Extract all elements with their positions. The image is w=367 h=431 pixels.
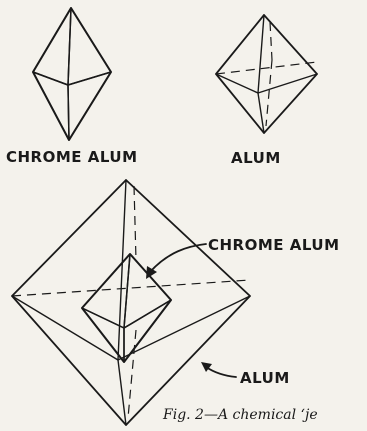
alum-crystal-large xyxy=(12,180,250,425)
pointer-chrome-alum xyxy=(146,244,206,279)
alum-crystal-small xyxy=(216,15,317,133)
label-chrome-alum-pointer: CHROME ALUM xyxy=(208,236,340,254)
chrome-alum-crystal-small xyxy=(33,8,111,140)
figure-caption: Fig. 2—A chemical ‘je xyxy=(162,407,318,423)
label-alum-pointer: ALUM xyxy=(240,369,290,387)
label-chrome-alum-small: CHROME ALUM xyxy=(6,148,138,166)
label-alum-small: ALUM xyxy=(231,149,281,167)
pointer-alum xyxy=(201,362,236,377)
